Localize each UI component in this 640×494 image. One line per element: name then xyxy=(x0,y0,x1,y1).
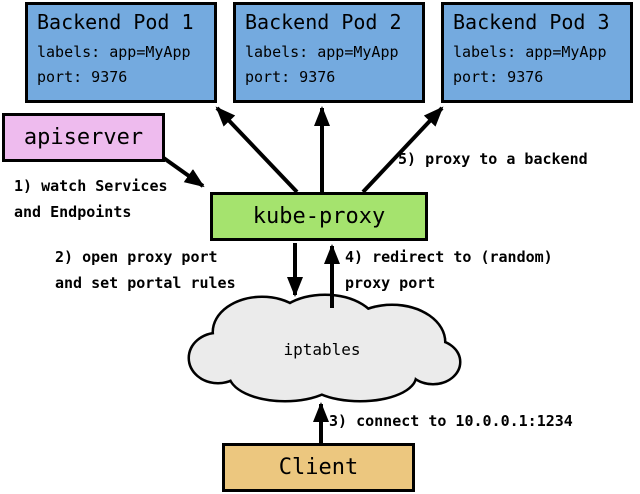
annotation-step5: 5) proxy to a backend xyxy=(398,150,588,168)
annotation-step3: 3) connect to 10.0.0.1:1234 xyxy=(329,412,573,430)
pod-title: Backend Pod 3 xyxy=(453,10,610,34)
pod-port: port: 9376 xyxy=(453,68,544,86)
client-node: Client xyxy=(222,443,415,492)
iptables-label: iptables xyxy=(283,340,361,359)
arrow-kube-proxy-to-pod1 xyxy=(215,106,299,194)
apiserver-label: apiserver xyxy=(23,125,144,150)
annotation-step1: 1) watch Services and Endpoints xyxy=(14,173,168,225)
kube-proxy-label: kube-proxy xyxy=(252,204,386,229)
pod-labels: labels: app=MyApp xyxy=(453,43,607,61)
annotation-step2: 2) open proxy port and set portal rules xyxy=(55,244,236,296)
annotation-step1-line1: 1) watch Services xyxy=(14,177,168,195)
pod-title: Backend Pod 2 xyxy=(245,10,402,34)
backend-pod-3: Backend Pod 3 labels: app=MyApp port: 93… xyxy=(441,2,633,103)
backend-pod-2: Backend Pod 2 labels: app=MyApp port: 93… xyxy=(233,2,425,103)
annotation-step4: 4) redirect to (random) proxy port xyxy=(345,244,553,296)
arrow-apiserver-to-kube-proxy xyxy=(156,152,205,188)
backend-pod-1: Backend Pod 1 labels: app=MyApp port: 93… xyxy=(25,2,217,103)
pod-labels: labels: app=MyApp xyxy=(37,43,191,61)
annotation-step4-line1: 4) redirect to (random) xyxy=(345,248,553,266)
annotation-step2-line1: 2) open proxy port xyxy=(55,248,218,266)
annotation-step4-line2: proxy port xyxy=(345,274,436,292)
kube-proxy-node: kube-proxy xyxy=(210,192,428,241)
annotation-step1-line2: and Endpoints xyxy=(14,203,132,221)
pod-port: port: 9376 xyxy=(37,68,128,86)
pod-title: Backend Pod 1 xyxy=(37,10,194,34)
annotation-step2-line2: and set portal rules xyxy=(55,274,236,292)
iptables-cloud xyxy=(187,293,462,403)
client-label: Client xyxy=(278,455,359,480)
arrow-kube-proxy-to-pod3 xyxy=(361,106,444,194)
pod-port: port: 9376 xyxy=(245,68,336,86)
apiserver-node: apiserver xyxy=(2,113,165,162)
pod-labels: labels: app=MyApp xyxy=(245,43,399,61)
